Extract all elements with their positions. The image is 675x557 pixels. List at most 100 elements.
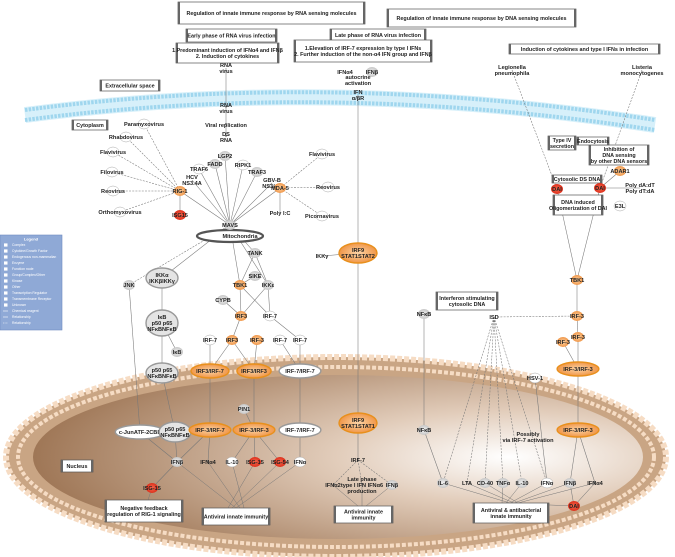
node-irf3-irf3[interactable]: IRF3/IRF3 — [236, 363, 272, 379]
node-il-10[interactable]: IL-10 — [515, 478, 529, 488]
node-reovirus[interactable]: Reovirus — [316, 181, 340, 193]
node-mda-5[interactable]: MDA-5 — [271, 183, 289, 193]
node-il-6[interactable]: IL-6 — [437, 478, 449, 488]
node-ripk1[interactable]: RIPK1 — [235, 159, 251, 171]
node-viral-replication[interactable]: Viral replication — [205, 123, 247, 129]
node-irf-3[interactable]: IRF-3 — [570, 311, 584, 321]
node-traf6[interactable]: TRAF6 — [190, 163, 208, 175]
node-tnf[interactable]: TNFα — [496, 478, 511, 488]
node-c-junatf-2cbp[interactable]: c-JunATF-2CBP — [114, 424, 166, 440]
node-tank[interactable]: TANK — [247, 248, 263, 258]
node-isg15[interactable]: ISG15 — [172, 210, 188, 220]
node-irf-3[interactable]: IRF-3 — [571, 332, 585, 342]
node-nf-b[interactable]: NFκB — [417, 309, 432, 319]
node-irf-7[interactable]: IRF-7 — [203, 334, 217, 346]
node-sike[interactable]: SIKE — [248, 271, 262, 281]
node-nf-b[interactable]: NFκB — [417, 425, 432, 435]
node-shape — [190, 363, 230, 379]
node-ifn-2[interactable]: IFNα2 — [325, 483, 341, 489]
node-ifn-4[interactable]: IFNα4 — [587, 481, 603, 487]
node-isd[interactable]: ISD — [489, 315, 498, 321]
node-ifn-4[interactable]: IFNα4 — [200, 460, 216, 466]
node-poly-i-c[interactable]: Poly I:C — [270, 211, 291, 217]
node-traf3[interactable]: TRAF3 — [248, 167, 266, 177]
node-pin1[interactable]: PIN1 — [238, 404, 250, 414]
node-isg-15[interactable]: ISG-15 — [246, 457, 264, 467]
node-irf3[interactable]: IRF3 — [226, 335, 238, 345]
node-ifn[interactable]: IFNβ — [386, 480, 399, 490]
node-irf-3[interactable]: IRF-3 — [556, 337, 570, 347]
node-irf-7[interactable]: IRF-7 — [273, 334, 287, 346]
node-dai[interactable]: DAI — [568, 501, 580, 511]
node-label: Late phase — [347, 477, 376, 483]
node-irf-7-irf-7[interactable]: IRF-7/IRF-7 — [278, 422, 322, 438]
node-irf-3-irf-3[interactable]: IRF-3/IRF-3 — [556, 361, 600, 377]
node-irf-3-irf-3[interactable]: IRF-3/IRF-3 — [232, 422, 276, 438]
node-adar1[interactable]: ADAR1 — [610, 166, 630, 176]
node-irf-7[interactable]: IRF-7 — [351, 458, 365, 464]
node-jnk[interactable]: JNK — [123, 280, 135, 290]
node-irf-7[interactable]: IRF-7 — [293, 334, 307, 346]
node-ifn[interactable]: IFNβ — [171, 457, 184, 467]
node-filovirus[interactable]: Filovirus — [100, 166, 124, 178]
node-orthomyxovirus[interactable]: Orthomyxovirus — [98, 206, 142, 218]
node-picornavirus[interactable]: Picornavirus — [305, 210, 339, 222]
legend-item-label: Unknown — [12, 303, 26, 307]
node-lta[interactable]: LTA — [462, 481, 472, 487]
node-lgp2[interactable]: LGP2 — [218, 151, 233, 161]
node-cypb[interactable]: CYPB — [215, 295, 231, 305]
node-irf-7[interactable]: IRF-7 — [263, 310, 277, 322]
node-irf-3-irf-7[interactable]: IRF-3/IRF-7 — [188, 422, 232, 438]
node-irf3[interactable]: IRF3 — [235, 311, 247, 321]
node-ifn[interactable]: IFNβ — [564, 478, 577, 488]
node-paramyxovirus[interactable]: Paramyxovirus — [124, 118, 164, 130]
node-irf-3[interactable]: IRF-3 — [250, 335, 264, 345]
node-ifn-4[interactable]: IFNα4 — [337, 70, 353, 76]
node-tbk1[interactable]: TBK1 — [570, 275, 585, 285]
node-isg-54[interactable]: ISG-54 — [271, 457, 290, 467]
node-irf3-irf-7[interactable]: IRF3/IRF-7 — [190, 363, 230, 379]
node-hsv-1[interactable]: HSV-1 — [527, 372, 543, 384]
node-irf-3-irf-3[interactable]: IRF-3/IRF-3 — [556, 422, 600, 438]
node-ifn[interactable]: IFNα — [540, 477, 554, 489]
node-irf-7-irf-7[interactable]: IRF-7/IRF-7 — [278, 363, 322, 379]
node-flavivirus[interactable]: Flavivirus — [100, 146, 126, 158]
node-fadd[interactable]: FADD — [207, 159, 223, 169]
node-dai[interactable]: DAI — [551, 184, 563, 194]
node-tbk1[interactable]: TBK1 — [233, 280, 248, 290]
node-flavivirus[interactable]: Flavivirus — [309, 148, 335, 160]
node-ifn[interactable]: IFNβ — [366, 67, 379, 77]
node-ifn-r[interactable]: IFNα/βR — [352, 90, 364, 102]
node-rhabdovirus[interactable]: Rhabdovirus — [109, 131, 143, 143]
node-isg-15[interactable]: ISG-15 — [143, 483, 161, 493]
node-dai[interactable]: DAI — [594, 183, 606, 193]
node-cd-40[interactable]: CD-40 — [477, 478, 493, 488]
node-ifn[interactable]: IFNα — [293, 456, 307, 468]
node-ikk[interactable]: IKKε — [262, 280, 275, 290]
node-i-b[interactable]: IκB — [171, 347, 183, 357]
node-il-10[interactable]: IL-10 — [225, 456, 239, 468]
node-rig-1[interactable]: RIG-1 — [173, 186, 188, 196]
node-mavs[interactable]: MAVS — [222, 220, 238, 230]
node-reovirus[interactable]: Reovirus — [101, 185, 125, 197]
node-ikk[interactable]: IKKγ — [316, 254, 330, 260]
node-e3l[interactable]: E3L — [613, 200, 627, 212]
